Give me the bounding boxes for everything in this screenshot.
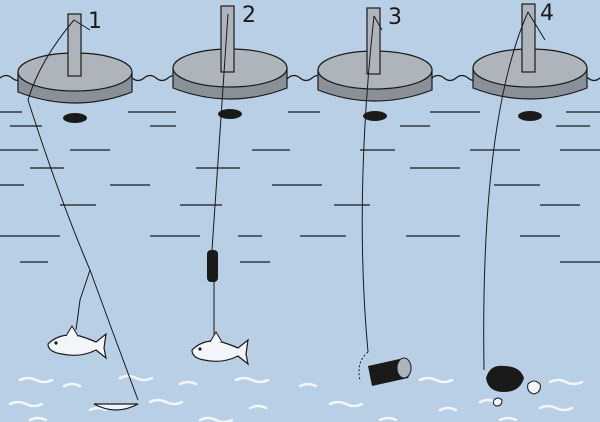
float-disc [17, 13, 133, 123]
fishing-line [483, 11, 546, 371]
float-disc [472, 3, 588, 121]
bait-fish [47, 325, 107, 360]
rig-label: 3 [388, 5, 402, 30]
rig-3: 3 [317, 5, 433, 386]
fishing-line [27, 19, 139, 401]
rig-label: 4 [540, 1, 554, 26]
rig-label: 2 [242, 3, 256, 28]
bottom-ripples [8, 374, 584, 422]
stone-sinker [486, 365, 541, 407]
bait-fish [191, 331, 249, 366]
fishing-line [211, 13, 229, 340]
depth-dashes [0, 111, 600, 263]
log-sinker [368, 357, 412, 386]
rig-2: 2 [172, 3, 288, 366]
float-disc [172, 5, 288, 119]
rig-1: 1 [17, 9, 139, 411]
swivel-sinker [207, 250, 218, 282]
rig-4: 4 [472, 1, 588, 407]
rig-label: 1 [88, 9, 102, 34]
float-disc [317, 7, 433, 121]
fishing-line [358, 15, 383, 381]
dish-sinker [93, 403, 139, 411]
